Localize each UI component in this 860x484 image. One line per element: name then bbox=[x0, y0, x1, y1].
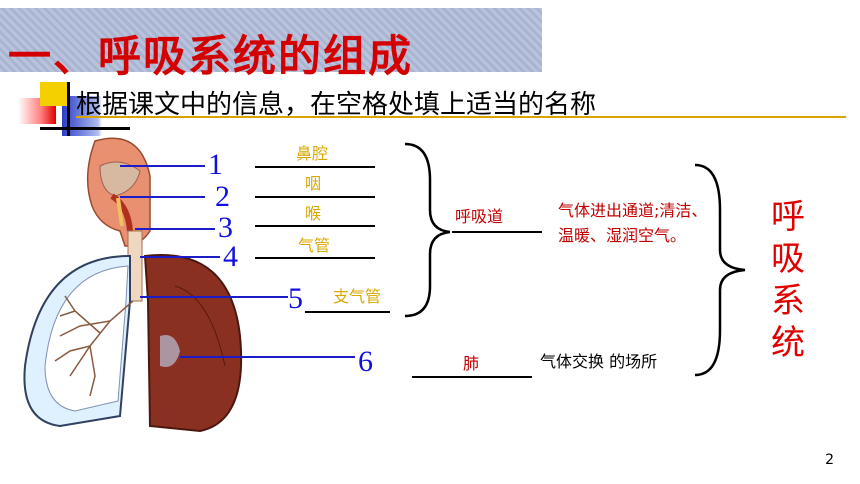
label-number-1: 1 bbox=[208, 148, 223, 181]
pointer-line-6 bbox=[180, 356, 355, 358]
pointer-line-3 bbox=[135, 228, 215, 230]
label-number-3: 3 bbox=[218, 211, 233, 244]
blank-line-tract bbox=[452, 231, 542, 233]
blank-line-6 bbox=[412, 376, 532, 378]
label-number-6: 6 bbox=[358, 345, 373, 378]
decor-vertical-line bbox=[67, 82, 70, 136]
pointer-line-2 bbox=[120, 196, 205, 198]
pointer-line-4 bbox=[140, 256, 220, 258]
page-number: 2 bbox=[825, 452, 834, 468]
decor-horizontal-line bbox=[40, 127, 130, 130]
blank-line-3 bbox=[255, 225, 375, 227]
blank-line-2 bbox=[255, 196, 375, 198]
answer-trachea: 气管 bbox=[298, 236, 331, 255]
respiratory-system-label: 呼吸系统 bbox=[771, 197, 805, 363]
label-number-4: 4 bbox=[223, 240, 238, 273]
answer-nasal-cavity: 鼻腔 bbox=[296, 144, 329, 163]
blank-line-1 bbox=[255, 166, 375, 168]
answer-respiratory-tract: 呼吸道 bbox=[455, 207, 504, 226]
respiratory-system-illustration bbox=[23, 137, 243, 433]
pointer-line-5 bbox=[140, 296, 288, 298]
answer-bronchi: 支气管 bbox=[333, 287, 382, 306]
answer-lung: 肺 bbox=[463, 354, 480, 373]
subtitle-underline bbox=[76, 116, 846, 118]
tract-function-text: 气体进出通道;清洁、温暖、湿润空气。 bbox=[558, 201, 708, 245]
brace-respiratory-system bbox=[694, 163, 746, 377]
pointer-line-1 bbox=[120, 165, 205, 167]
label-number-2: 2 bbox=[215, 180, 230, 213]
decor-yellow-square bbox=[40, 82, 68, 106]
blank-line-4 bbox=[255, 257, 375, 259]
answer-larynx: 喉 bbox=[305, 204, 322, 223]
page-title: 一、呼吸系统的组成 bbox=[8, 32, 413, 82]
lung-function-text: 气体交换 的场所 bbox=[540, 352, 658, 371]
blank-line-5 bbox=[305, 311, 390, 313]
answer-pharynx: 咽 bbox=[305, 174, 322, 193]
subtitle: 根据课文中的信息，在空格处填上适当的名称 bbox=[76, 90, 597, 120]
brace-respiratory-tract bbox=[404, 142, 451, 318]
title-banner bbox=[0, 8, 542, 72]
label-number-5: 5 bbox=[288, 282, 303, 315]
